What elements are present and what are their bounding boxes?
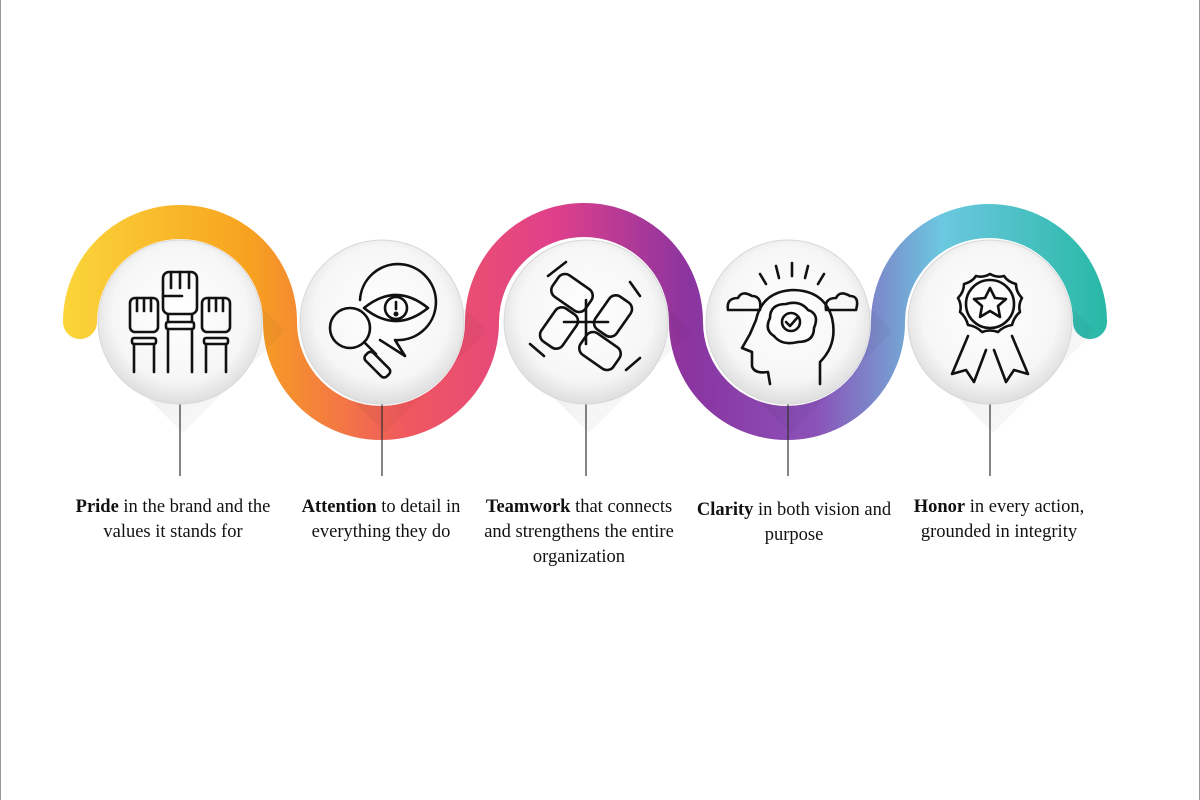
caption-text: that connects and strengthens the entire… — [484, 497, 674, 567]
raised-fists-icon — [128, 270, 232, 374]
frame-border-left — [0, 0, 1, 800]
step-node-honor — [907, 239, 1095, 476]
caption-keyword: Teamwork — [485, 497, 571, 517]
icon-disc — [705, 239, 871, 405]
step-caption-honor: Honor in every action, grounded in integ… — [899, 495, 1099, 545]
caption-keyword: Attention — [301, 497, 377, 517]
step-node-attention — [299, 239, 487, 476]
caption-text: in every action, grounded in integrity — [920, 497, 1085, 542]
head-brain-icon — [726, 261, 859, 386]
step-caption-teamwork: Teamwork that connects and strengthens t… — [479, 495, 679, 570]
step-node-clarity — [705, 239, 893, 476]
caption-text: to detail in everything they do — [311, 497, 461, 542]
step-node-pride — [97, 239, 285, 476]
step-caption-pride: Pride in the brand and the values it sta… — [73, 495, 273, 545]
magnifier-eye-icon — [328, 262, 438, 379]
step-node-teamwork — [503, 239, 691, 476]
caption-text: in both vision and purpose — [753, 500, 892, 545]
caption-keyword: Clarity — [696, 500, 754, 520]
award-badge-icon — [950, 272, 1030, 384]
caption-keyword: Honor — [913, 497, 966, 517]
step-caption-attention: Attention to detail in everything they d… — [281, 495, 481, 545]
icon-disc — [907, 239, 1073, 405]
step-caption-clarity: Clarity in both vision and purpose — [694, 498, 894, 548]
joined-hands-icon — [528, 260, 642, 372]
icon-disc — [299, 239, 465, 405]
caption-keyword: Pride — [75, 497, 119, 517]
caption-text: in the brand and the values it stands fo… — [103, 497, 271, 542]
gradient-wave-path — [63, 203, 1107, 440]
